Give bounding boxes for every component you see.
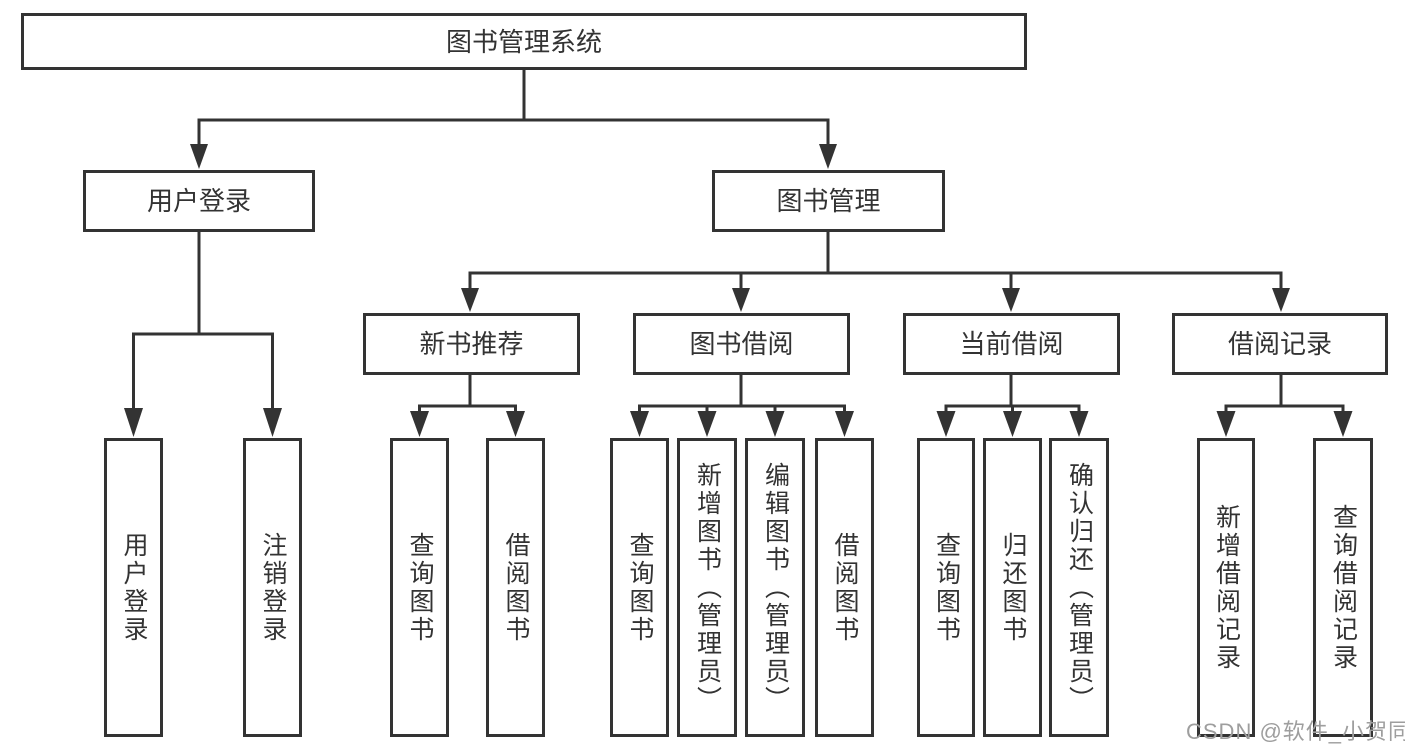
node-query-borrow-record: 查询借阅记录: [1313, 438, 1373, 737]
arrow-down-icon: [819, 144, 837, 169]
node-label: 查询借阅记录: [1329, 503, 1358, 672]
node-new-book-recommendation: 新书推荐: [363, 313, 580, 375]
node-label: 借阅记录: [1227, 329, 1332, 359]
arrow-down-icon: [1272, 288, 1290, 312]
node-borrow-books-borrowing: 借阅图书: [815, 438, 874, 737]
node-label: 归还图书: [999, 531, 1027, 644]
arrow-down-icon: [190, 144, 208, 169]
node-borrowing-records: 借阅记录: [1172, 313, 1388, 375]
arrow-down-icon: [765, 411, 785, 437]
arrow-down-icon: [630, 411, 649, 437]
node-library-management-system: 图书管理系统: [21, 13, 1027, 70]
node-label: 新书推荐: [419, 329, 524, 359]
node-label: 借阅图书: [502, 531, 530, 644]
node-label: 查询图书: [932, 531, 961, 644]
node-label: 确认归还（管理员）: [1065, 461, 1094, 714]
connector-line: [197, 118, 830, 147]
node-edit-books-admin: 编辑图书（管理员）: [745, 438, 805, 737]
arrow-down-icon: [1069, 411, 1089, 437]
node-borrow-books-recommend: 借阅图书: [486, 438, 545, 737]
node-label: 借阅图书: [831, 531, 859, 644]
node-query-books-current: 查询图书: [917, 438, 975, 737]
node-confirm-return-admin: 确认归还（管理员）: [1049, 438, 1109, 737]
node-query-books-borrowing: 查询图书: [610, 438, 669, 737]
node-book-borrowing: 图书借阅: [633, 313, 850, 375]
arrow-down-icon: [1216, 411, 1236, 437]
arrow-down-icon: [410, 411, 429, 437]
connector-line: [638, 404, 846, 414]
connector-line: [132, 332, 274, 411]
node-label: 编辑图书（管理员）: [761, 461, 790, 714]
node-label: 注销登录: [259, 531, 287, 644]
arrow-down-icon: [263, 408, 282, 437]
arrow-down-icon: [1333, 411, 1353, 437]
node-logout-leaf: 注销登录: [243, 438, 302, 737]
arrow-down-icon: [835, 411, 854, 437]
node-label: 用户登录: [146, 186, 251, 216]
csdn-watermark: CSDN @软件_小贺同学: [1186, 719, 1405, 744]
node-label: 图书借阅: [689, 329, 794, 359]
arrow-down-icon: [936, 411, 956, 437]
node-label: 图书管理: [776, 186, 881, 216]
connector-line: [1224, 404, 1345, 414]
node-query-books-recommend: 查询图书: [390, 438, 449, 737]
node-user-login-leaf: 用户登录: [104, 438, 163, 737]
node-user-login: 用户登录: [83, 170, 315, 232]
arrow-down-icon: [506, 411, 525, 437]
connector-line-group: [132, 70, 1345, 414]
node-add-borrow-record: 新增借阅记录: [1197, 438, 1255, 737]
node-label: 用户登录: [120, 531, 148, 644]
node-add-books-admin: 新增图书（管理员）: [677, 438, 737, 737]
node-label: 新增借阅记录: [1212, 503, 1241, 672]
node-label: 查询图书: [406, 531, 434, 644]
arrow-down-icon: [124, 408, 143, 437]
arrow-down-icon: [1003, 411, 1022, 437]
node-return-books: 归还图书: [983, 438, 1042, 737]
connector-line: [468, 271, 1283, 291]
node-label: 图书管理系统: [445, 26, 602, 57]
node-label: 查询图书: [626, 531, 654, 644]
arrow-down-icon: [461, 288, 479, 312]
node-current-borrowing: 当前借阅: [903, 313, 1120, 375]
arrow-down-icon: [697, 411, 717, 437]
arrowhead-group: [124, 144, 1353, 437]
node-book-management: 图书管理: [712, 170, 945, 232]
node-label: 当前借阅: [959, 329, 1064, 359]
node-label: 新增图书（管理员）: [693, 461, 722, 714]
connector-line: [418, 404, 517, 414]
arrow-down-icon: [1002, 288, 1020, 312]
arrow-down-icon: [732, 288, 750, 312]
